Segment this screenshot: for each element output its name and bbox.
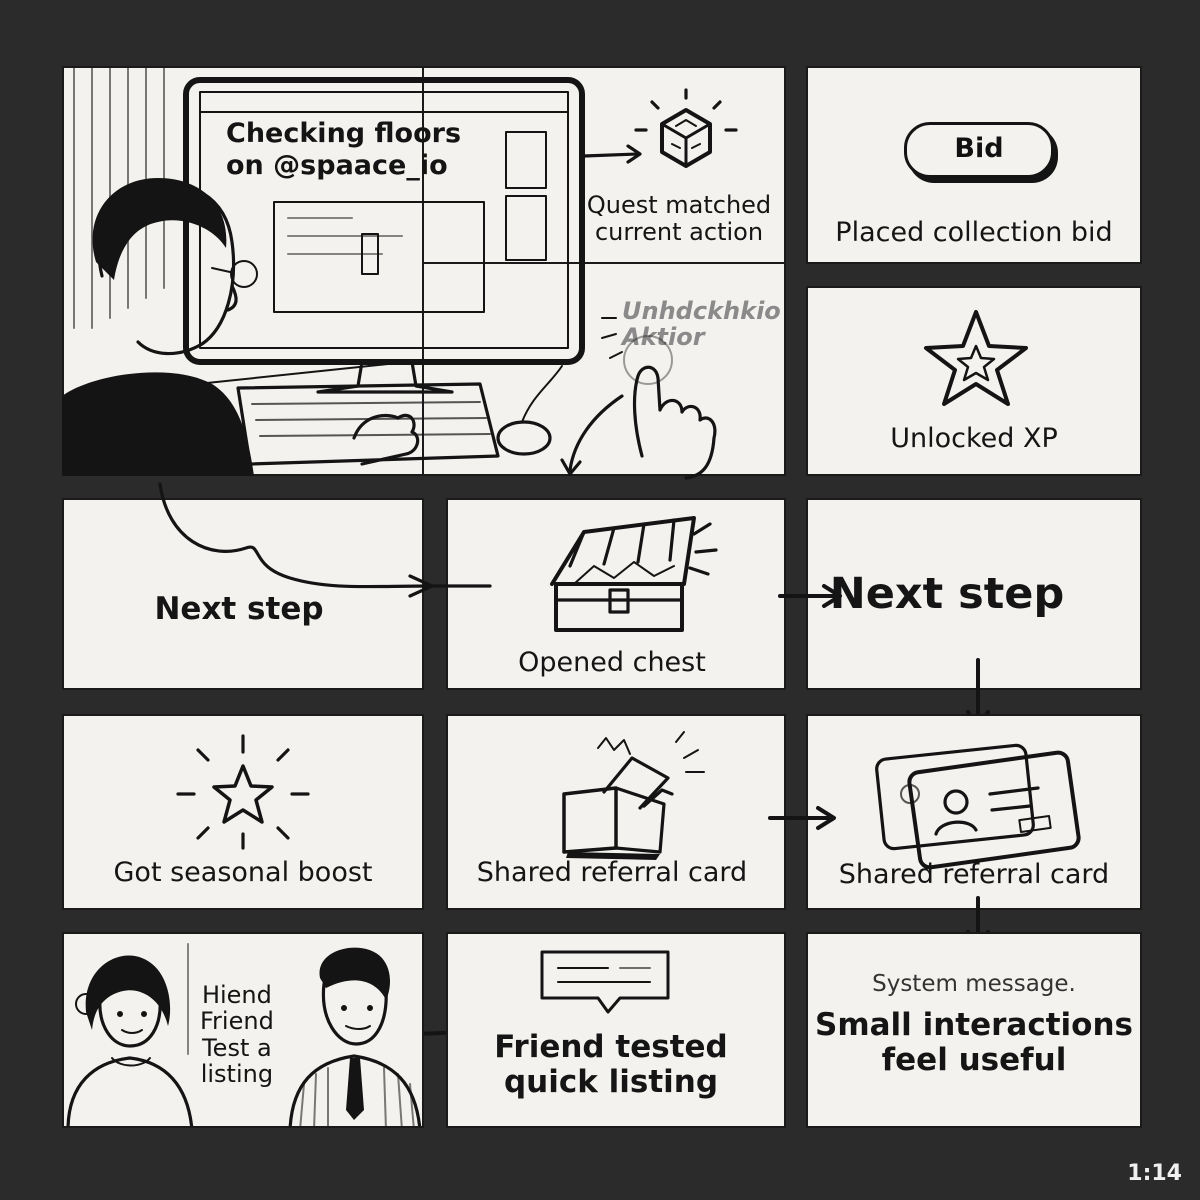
referral-cards-icon: [875, 743, 1081, 870]
seasonal-boost-caption: Got seasonal boost: [113, 857, 373, 888]
friend-quick-listing-caption: Friend tested quick listing: [494, 1029, 728, 1100]
collection-bid-caption: Placed collection bid: [835, 217, 1113, 248]
panel-friend-quick-listing: Friend tested quick listing: [446, 932, 786, 1128]
opened-chest-caption: Opened chest: [518, 647, 706, 678]
quest-matched-caption: Quest matched current action: [586, 191, 772, 246]
friend-sign-text: Hiend Friend Test a listing: [200, 981, 274, 1089]
panel-friend-testing: Hiend Friend Test a listing: [62, 932, 424, 1128]
sparkle-star-icon: [176, 734, 310, 850]
chat-bubble-icon: [540, 950, 670, 1014]
panel-opened-chest: Opened chest: [446, 498, 786, 690]
bid-button-label: Bid: [954, 133, 1004, 164]
next-step-caption-right: Next step: [829, 569, 1065, 619]
panel-seasonal-boost: Got seasonal boost: [62, 714, 424, 910]
two-people-illustration: [66, 943, 422, 1126]
system-message-label: System message.: [872, 971, 1076, 997]
unlocked-xp-caption: Unlocked XP: [890, 423, 1058, 454]
page-number: 1:14: [1127, 1161, 1182, 1186]
panel-shared-referral-box: Shared referral card: [446, 714, 786, 910]
star-icon: [924, 310, 1028, 406]
user-computer-illustration: [62, 77, 738, 480]
shared-referral-caption-right: Shared referral card: [838, 859, 1110, 890]
faded-unlock-text: Unhdckhkio Aktior: [622, 297, 781, 352]
bid-button: Bid: [904, 122, 1054, 178]
open-box-icon: [562, 731, 705, 860]
monitor-screen-text: Checking floors on @spaace_io: [226, 118, 462, 182]
panel-unlocked-xp: Unlocked XP: [806, 286, 1142, 476]
panel-next-step-right: Next step: [806, 498, 1142, 690]
panel-system-message: System message. Small interactions feel …: [806, 932, 1142, 1128]
shared-referral-caption-center: Shared referral card: [476, 857, 748, 888]
treasure-chest-icon: [550, 516, 718, 632]
panel-shared-referral-cards: Shared referral card: [806, 714, 1142, 910]
next-step-caption-left: Next step: [154, 591, 324, 627]
system-message-headline: Small interactions feel useful: [815, 1007, 1133, 1078]
panel-next-step-left: Next step: [62, 498, 424, 690]
panel-collection-bid: Bid Placed collection bid: [806, 66, 1142, 264]
